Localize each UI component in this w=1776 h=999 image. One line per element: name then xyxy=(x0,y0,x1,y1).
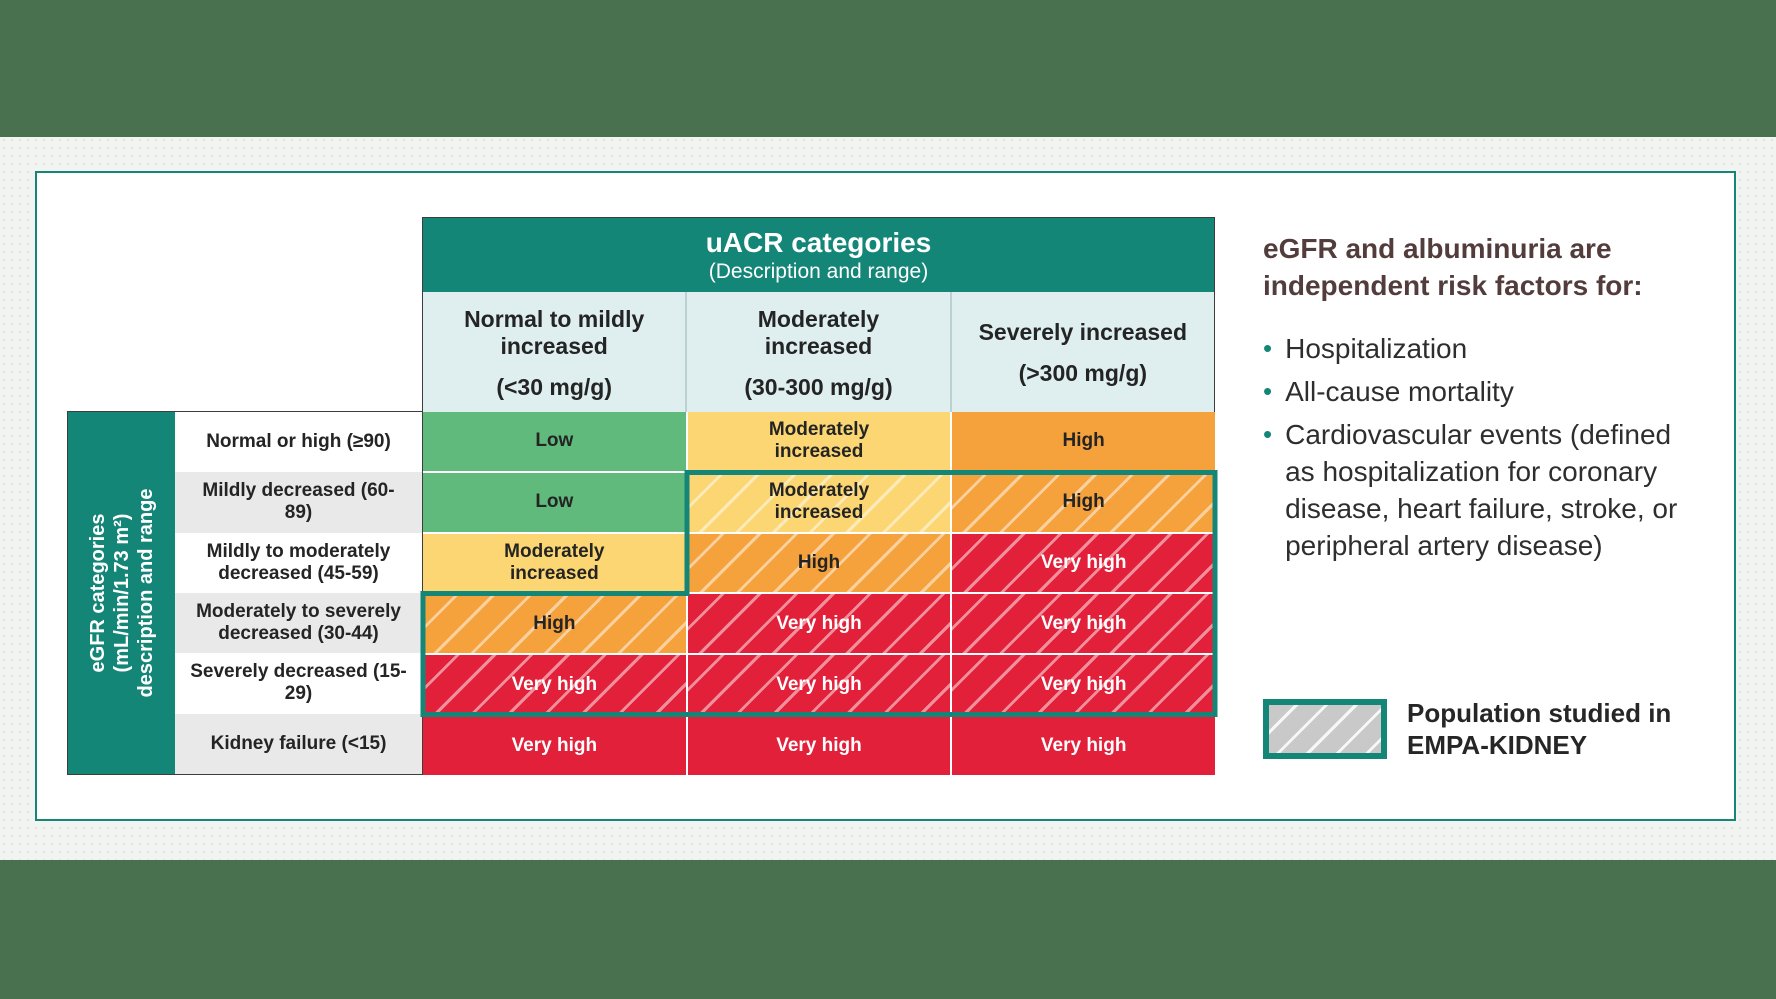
bullet-text: Hospitalization xyxy=(1285,333,1468,364)
risk-cell-r4c3: Very high xyxy=(952,594,1215,654)
uacr-header-title: uACR categories xyxy=(705,226,932,258)
risk-cell-r1c3: High xyxy=(952,412,1215,471)
legend-swatch-hatched xyxy=(1263,699,1387,759)
risk-cell-r3c1: Moderately increased xyxy=(423,533,686,593)
risk-cell-r5c2: Very high xyxy=(687,655,951,715)
egfr-axis-line1: eGFR categories xyxy=(86,513,109,673)
risk-cell-r2c2: Moderately increased xyxy=(687,472,951,532)
column-header-normal-to-mildly-increased: Normal to mildly increased (<30 mg/g) xyxy=(423,292,685,412)
bullet-text: Cardiovascular events (defined as hospit… xyxy=(1285,419,1678,561)
risk-cell-r6c3: Very high xyxy=(952,716,1215,775)
list-item-all-cause-mortality: • All-cause mortality xyxy=(1263,373,1693,410)
legend-label: Population studied in EMPA-KIDNEY xyxy=(1407,698,1672,760)
legend: Population studied in EMPA-KIDNEY xyxy=(1263,697,1687,761)
risk-cell-r2c3: High xyxy=(952,472,1215,532)
risk-cell-r5c1: Very high xyxy=(423,655,686,715)
uacr-column-headers: Normal to mildly increased (<30 mg/g) Mo… xyxy=(422,292,1215,413)
egfr-axis-line3: description and range xyxy=(134,488,157,698)
risk-cell-r6c2: Very high xyxy=(687,716,951,775)
list-item-hospitalization: • Hospitalization xyxy=(1263,330,1693,367)
risk-cell-r6c1: Very high xyxy=(423,716,686,775)
bullet-icon: • xyxy=(1263,333,1273,363)
list-item-cardiovascular-events: • Cardiovascular events (defined as hosp… xyxy=(1263,416,1693,564)
column-header-severely-increased: Severely increased (>300 mg/g) xyxy=(949,292,1214,412)
row-label-moderately-to-severely-decreased: Moderately to severely decreased (30-44) xyxy=(175,592,422,654)
risk-cell-r4c1: High xyxy=(423,594,686,654)
risk-cell-r1c2: Moderately increased xyxy=(687,412,951,471)
uacr-header-subtitle: (Description and range) xyxy=(708,259,929,283)
egfr-axis-label: eGFR categories (mL/min/1.73 m²) descrip… xyxy=(86,411,158,775)
bullet-text: All-cause mortality xyxy=(1285,376,1514,407)
risk-cell-r5c3: Very high xyxy=(952,655,1215,715)
risk-cell-r4c2: Very high xyxy=(687,594,951,654)
bullet-icon: • xyxy=(1263,419,1273,449)
row-label-mildly-to-moderately-decreased: Mildly to moderately decreased (45-59) xyxy=(206,540,391,584)
risk-heatmap-grid: Low Moderately increased High Low Modera… xyxy=(423,412,1215,775)
risk-cell-r3c3: Very high xyxy=(952,533,1215,593)
egfr-axis-bar: eGFR categories (mL/min/1.73 m²) descrip… xyxy=(67,411,175,775)
column-label: Normal to mildly increased xyxy=(464,305,645,359)
column-range: (>300 mg/g) xyxy=(1018,360,1148,386)
row-label-kidney-failure: Kidney failure (<15) xyxy=(175,713,422,774)
column-header-moderately-increased: Moderately increased (30-300 mg/g) xyxy=(685,292,949,412)
risk-factors-list: • Hospitalization • All-cause mortality … xyxy=(1263,330,1693,570)
bullet-icon: • xyxy=(1263,376,1273,406)
risk-cell-r1c1: Low xyxy=(423,412,686,471)
egfr-row-labels: Normal or high (≥90) Mildly decreased (6… xyxy=(175,411,423,775)
column-range: (30-300 mg/g) xyxy=(744,373,893,400)
uacr-categories-header: uACR categories (Description and range) xyxy=(422,217,1215,292)
egfr-axis-line2: (mL/min/1.73 m²) xyxy=(110,513,133,673)
risk-cell-r2c1: Low xyxy=(423,472,686,532)
column-range: (<30 mg/g) xyxy=(496,373,612,400)
column-label: Severely increased xyxy=(978,319,1188,345)
row-label-mildly-decreased: Mildly decreased (60-89) xyxy=(175,472,422,533)
risk-factors-heading: eGFR and albuminuria are independent ris… xyxy=(1263,233,1643,301)
column-label: Moderately increased xyxy=(757,305,880,359)
top-green-bar xyxy=(0,0,1776,137)
row-label-severely-decreased: Severely decreased (15-29) xyxy=(190,661,407,705)
risk-cell-r3c2: High xyxy=(687,533,951,593)
bottom-green-bar xyxy=(0,860,1776,999)
row-label-normal-or-high: Normal or high (≥90) xyxy=(206,431,391,453)
